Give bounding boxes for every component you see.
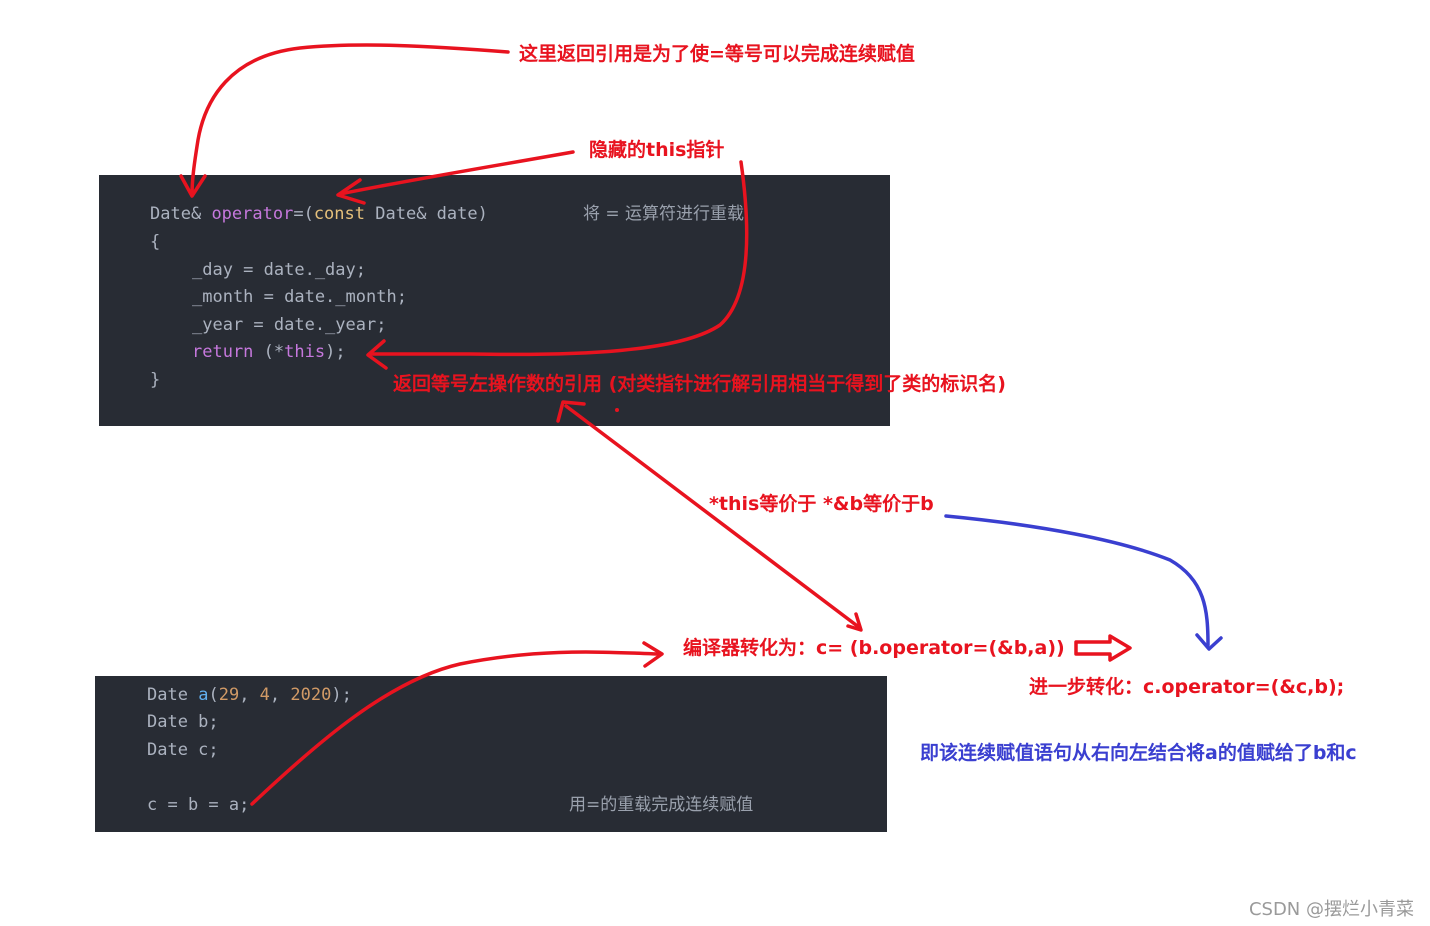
annotation-return-left-operand: 返回等号左操作数的引用 (对类指针进行解引用相当于得到了类的标识名) [393, 373, 1006, 395]
code-token-return: return [192, 342, 254, 362]
annotation-compiler-transform: 编译器转化为：c= (b.operator=(&b,a)) [683, 637, 1065, 659]
annotation-return-reference: 这里返回引用是为了使=等号可以完成连续赋值 [519, 43, 915, 65]
arrow-double-end-bottom [846, 612, 863, 632]
code-token-num-month: 4 [259, 685, 270, 705]
arrow-chain-to-compiler [250, 650, 662, 806]
code-token-sep: , [239, 685, 260, 705]
code-token-const: const [313, 204, 365, 224]
code-token-operator: operator [211, 204, 294, 224]
arrow-hidden-this [338, 150, 575, 196]
code-token-sep: , [269, 685, 291, 705]
code-token-type: Date [147, 685, 188, 705]
code-token-close: ); [331, 685, 352, 705]
code-token-num-year: 2020 [290, 685, 332, 705]
arrow-return-reference-head [179, 174, 207, 198]
arrow-hidden-this-head [336, 178, 366, 205]
code-token-open: ( [208, 685, 219, 705]
code-line-date-a: Date a(29, 4, 2020); [147, 685, 352, 705]
code-block-operator-overload: Date& operator=(const Date& date) { _day… [99, 175, 890, 426]
code-line-chain-assign: c = b = a; [147, 795, 250, 815]
code-line-close-brace: } [150, 370, 161, 390]
code-line-signature: Date& operator=(const Date& date) [150, 204, 488, 224]
csdn-watermark: CSDN @摆烂小青菜 [1248, 899, 1414, 920]
arrow-hollow-right [1074, 634, 1132, 662]
code-line-date-b: Date b; [147, 712, 219, 732]
arrow-double-ended [564, 404, 862, 630]
annotation-summary: 即该连续赋值语句从右向左结合将a的值赋给了b和c [920, 742, 1357, 764]
code-token-type: Date& [150, 204, 202, 224]
code-line-year: _year = date._year; [192, 315, 387, 335]
code-line-open-brace: { [150, 232, 161, 252]
code-token-num-day: 29 [218, 685, 240, 705]
stray-dot [615, 408, 619, 412]
code-block-usage: Date a(29, 4, 2020); Date b; Date c; c =… [95, 676, 887, 832]
code-token-close: ); [325, 342, 346, 362]
code-comment-chain: 用=的重载完成连续赋值 [569, 795, 754, 815]
code-line-return: return (*this); [192, 342, 346, 362]
code-line-month: _month = date._month; [192, 287, 407, 307]
code-token-this: this [284, 342, 326, 362]
arrow-this-to-return-head [366, 339, 388, 370]
code-token-param: Date& date) [375, 204, 488, 224]
arrow-blue-further [944, 514, 1210, 647]
arrow-chain-to-compiler-head [642, 641, 664, 668]
code-token-open: (* [263, 342, 285, 362]
annotation-further-transform: 进一步转化：c.operator=(&c,b); [1029, 676, 1345, 698]
code-token-eq: =( [293, 204, 314, 224]
code-token-var-a: a [198, 685, 209, 705]
arrow-this-to-return [368, 160, 749, 357]
arrow-return-reference [190, 43, 510, 197]
arrow-double-end-top [556, 400, 586, 423]
code-line-date-c: Date c; [147, 740, 219, 760]
annotation-hidden-this: 隐藏的this指针 [589, 139, 725, 161]
annotation-this-equivalent: *this等价于 *&b等价于b [709, 493, 934, 515]
code-line-day: _day = date._day; [192, 260, 366, 280]
arrow-blue-further-head [1195, 633, 1223, 651]
code-comment-overload: 将 = 运算符进行重载 [583, 204, 745, 224]
